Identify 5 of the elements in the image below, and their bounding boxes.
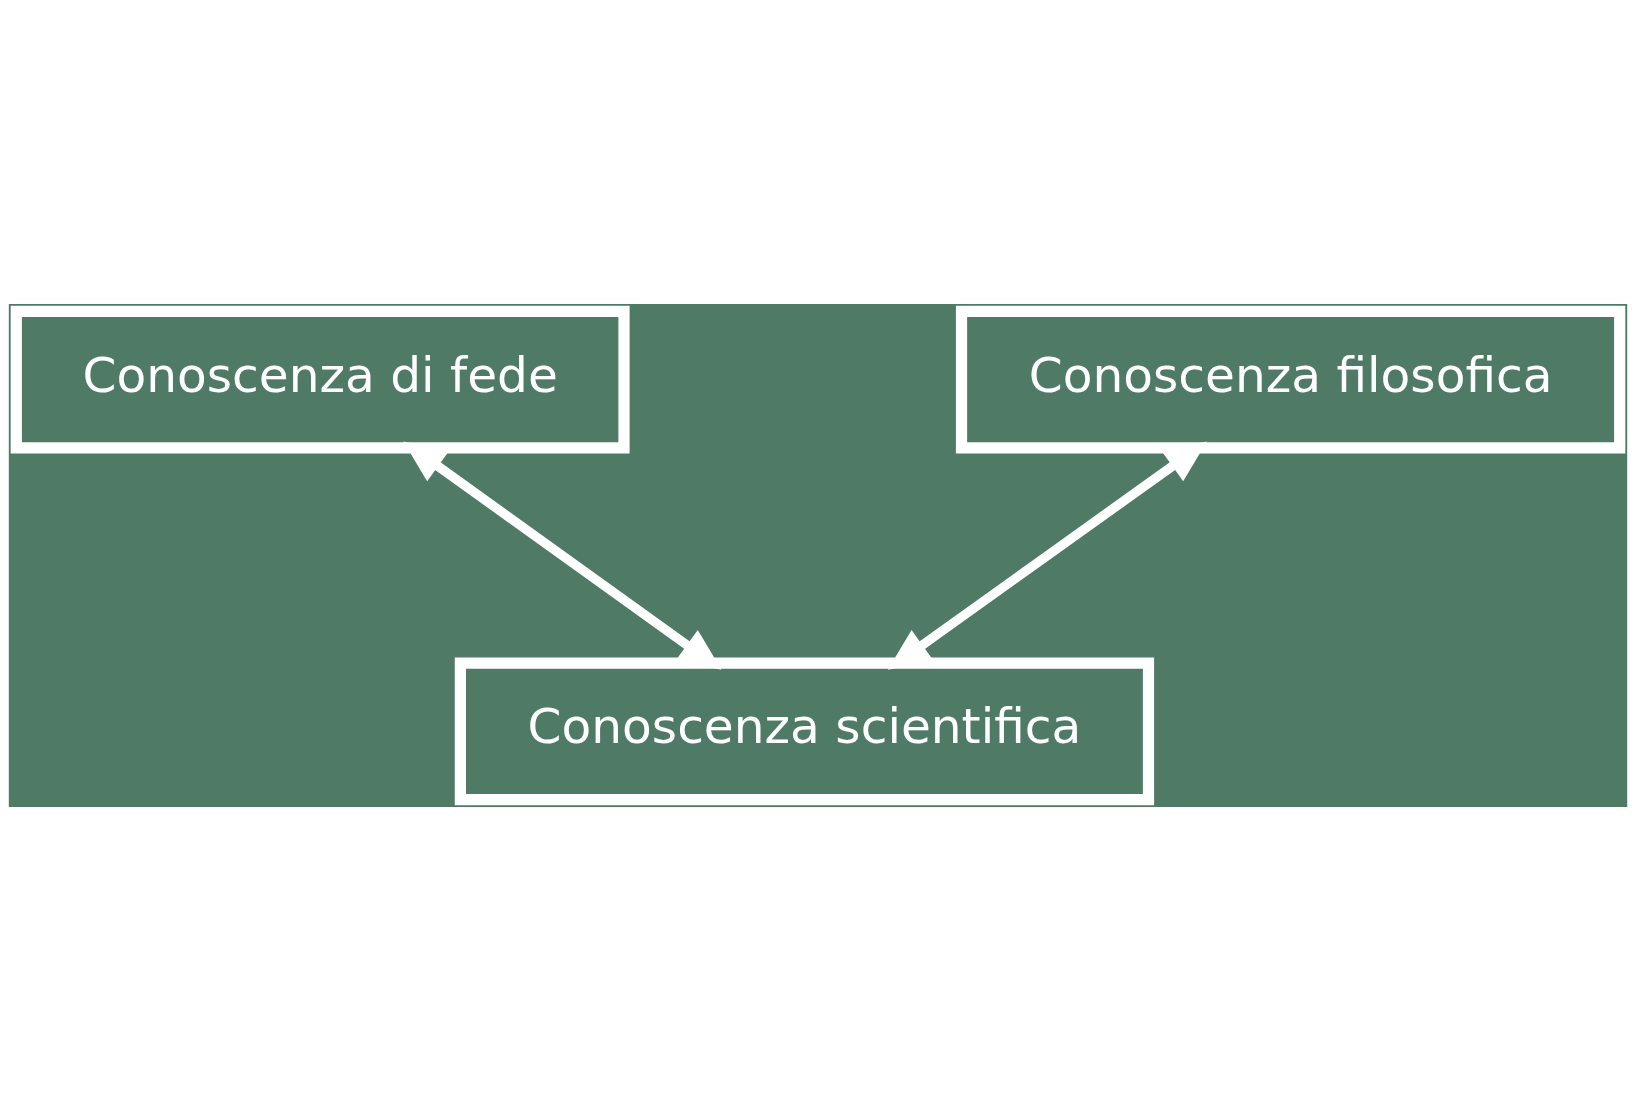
node-box: Conoscenza filosofica xyxy=(955,305,1626,454)
arrow xyxy=(887,441,1207,670)
node-box: Conoscenza di fede xyxy=(10,305,630,454)
arrow xyxy=(403,441,722,670)
node-box: Conoscenza scientifica xyxy=(454,657,1155,806)
